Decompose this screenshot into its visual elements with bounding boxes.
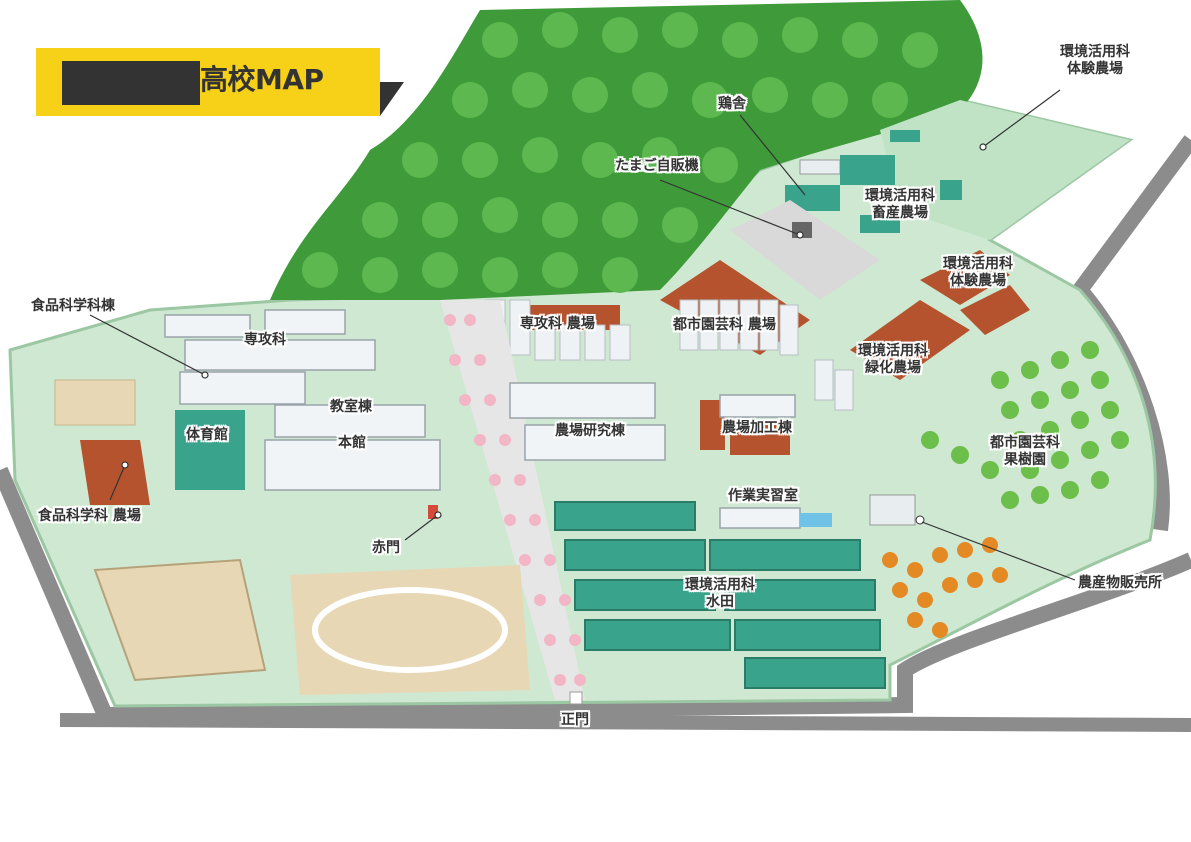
label-kanko-ryokuka: 環境活用科 緑化農場 — [858, 343, 928, 376]
south-road — [59, 713, 1191, 732]
label-kanko-taiken-top: 環境活用科 体験農場 — [1060, 44, 1130, 77]
label-shokuhin-to: 食品科学科棟 — [31, 298, 115, 314]
poultry-yard — [730, 200, 880, 300]
cherry-trees — [444, 314, 586, 686]
label-senko-ka: 専攻科 — [244, 332, 286, 348]
outer-road — [0, 466, 1191, 724]
forest-trees — [302, 12, 938, 293]
sales-building — [869, 494, 916, 526]
label-shokuhin-nojo: 食品科学科 農場 — [38, 508, 141, 524]
label-kanko-taiken-mid: 環境活用科 体験農場 — [943, 256, 1013, 289]
label-toshi-kajuen: 都市園芸科 果樹園 — [990, 435, 1060, 468]
label-nojo-kenkyu: 農場研究棟 — [555, 423, 625, 439]
label-honkan: 本館 — [338, 435, 366, 451]
label-kanko-suiden: 環境活用科 水田 — [685, 577, 755, 610]
paddies — [554, 501, 886, 689]
label-nousanbutsu: 農産物販売所 — [1078, 575, 1162, 591]
main-gate-icon — [569, 691, 583, 705]
pasture — [880, 100, 1130, 240]
school-name-redacted — [62, 61, 200, 105]
label-tamago: たまご自販機 — [615, 158, 699, 174]
label-taiikukan: 体育館 — [186, 427, 228, 443]
page-title: 高校MAP — [200, 63, 324, 96]
title-banner-tail — [380, 82, 404, 116]
label-toshi-nojo: 都市園芸科 農場 — [673, 317, 776, 333]
label-senko-nojo: 専攻科 農場 — [520, 316, 595, 332]
label-sagyo-jisshu: 作業実習室 — [728, 488, 798, 504]
red-gate-icon — [428, 505, 438, 519]
track-ground — [290, 565, 530, 695]
label-kyoshitsu: 教室棟 — [330, 399, 372, 415]
label-keisha: 鶏舎 — [718, 96, 746, 112]
leader-lines — [89, 89, 1076, 581]
tennis-courts — [54, 379, 136, 426]
school-buildings — [164, 309, 801, 529]
baseball-field — [93, 558, 267, 682]
label-akamon: 赤門 — [372, 540, 400, 556]
chikusan-buildings — [785, 130, 962, 233]
cherry-avenue — [440, 300, 585, 700]
gym — [175, 410, 245, 490]
pool — [800, 513, 832, 527]
label-kanko-chikusan: 環境活用科 畜産農場 — [865, 188, 935, 221]
label-nojo-kako: 農場加工棟 — [722, 420, 792, 436]
label-seimon: 正門 — [561, 712, 589, 728]
running-track — [312, 587, 508, 673]
orchard-trees — [921, 341, 1129, 509]
